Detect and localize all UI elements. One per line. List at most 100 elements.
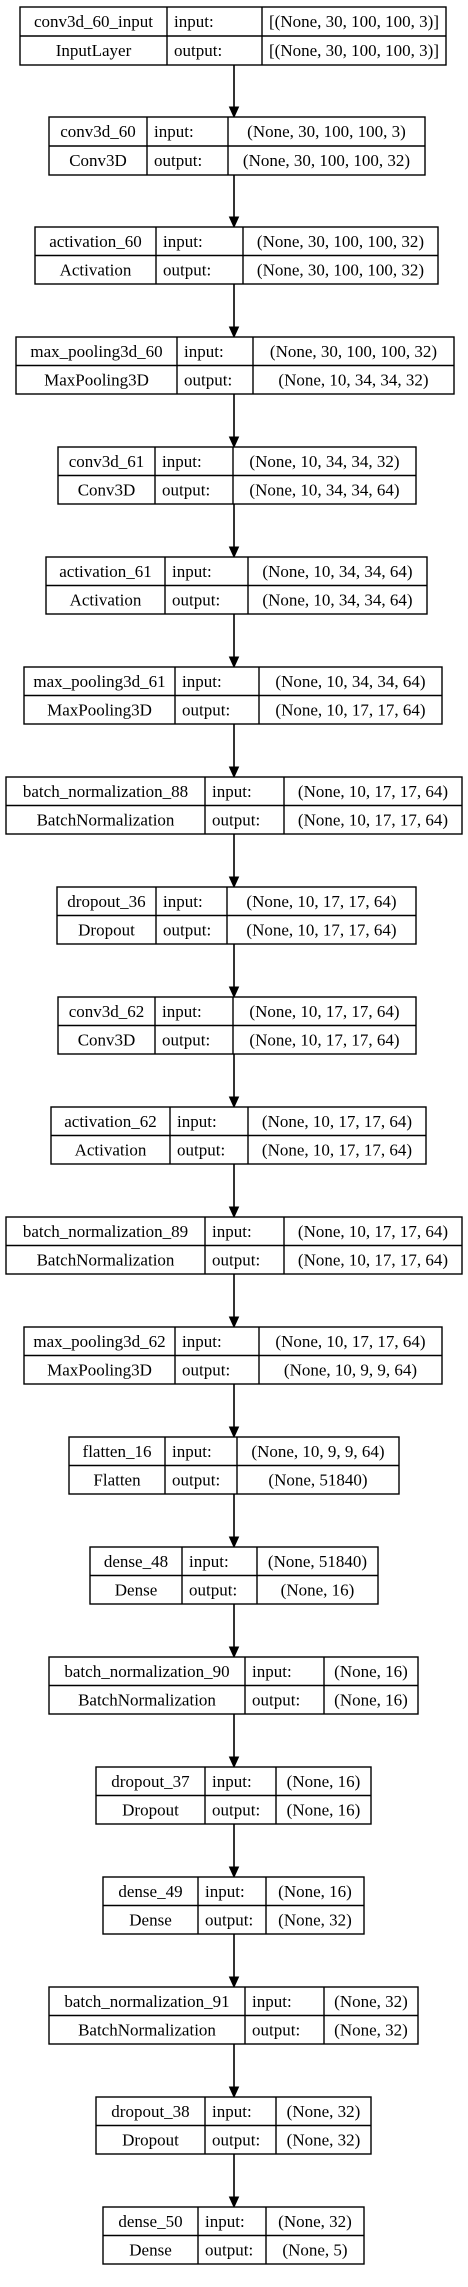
input-shape: (None, 32) xyxy=(334,1992,408,2011)
input-label: input: xyxy=(177,1112,217,1131)
layer-type: BatchNormalization xyxy=(37,810,175,829)
edge-arrow xyxy=(228,2154,240,2209)
input-shape: (None, 32) xyxy=(278,2212,352,2231)
layer-type: MaxPooling3D xyxy=(47,1360,152,1379)
output-shape: (None, 10, 9, 9, 64) xyxy=(284,1360,417,1379)
input-label: input: xyxy=(184,342,224,361)
input-shape: (None, 10, 17, 17, 64) xyxy=(249,1002,399,1021)
layer-name: batch_normalization_89 xyxy=(23,1222,188,1241)
edge-arrow xyxy=(228,394,240,449)
layer-name: batch_normalization_88 xyxy=(23,782,188,801)
layer-name: dense_50 xyxy=(118,2212,182,2231)
edge-arrow xyxy=(228,834,240,889)
output-shape: (None, 10, 34, 34, 64) xyxy=(262,590,412,609)
output-shape: (None, 16) xyxy=(334,1690,408,1709)
arrowhead-icon xyxy=(228,1866,240,1879)
input-label: input: xyxy=(172,562,212,581)
arrowhead-icon xyxy=(228,546,240,559)
output-label: output: xyxy=(205,1910,253,1929)
layer-type: Conv3D xyxy=(69,151,127,170)
arrowhead-icon xyxy=(228,1206,240,1219)
input-shape: (None, 30, 100, 100, 3) xyxy=(247,122,406,141)
layer-type: BatchNormalization xyxy=(78,1690,216,1709)
input-shape: (None, 32) xyxy=(287,2102,361,2121)
arrowhead-icon xyxy=(228,1756,240,1769)
edge-arrow xyxy=(228,504,240,559)
layer-name: max_pooling3d_60 xyxy=(30,342,162,361)
arrowhead-icon xyxy=(228,1646,240,1659)
input-shape: (None, 10, 17, 17, 64) xyxy=(246,892,396,911)
layer-type: MaxPooling3D xyxy=(44,370,149,389)
input-label: input: xyxy=(212,1222,252,1241)
output-label: output: xyxy=(174,41,222,60)
output-label: output: xyxy=(182,700,230,719)
layer-node: max_pooling3d_62MaxPooling3Dinput:output… xyxy=(23,1326,443,1385)
output-label: output: xyxy=(252,2020,300,2039)
input-label: input: xyxy=(182,1332,222,1351)
arrowhead-icon xyxy=(228,2196,240,2209)
output-label: output: xyxy=(177,1140,225,1159)
edge-arrow xyxy=(228,284,240,339)
output-label: output: xyxy=(205,2240,253,2259)
layer-name: dense_48 xyxy=(104,1552,168,1571)
layer-name: max_pooling3d_61 xyxy=(33,672,165,691)
input-shape: (None, 10, 17, 17, 64) xyxy=(262,1112,412,1131)
input-shape: (None, 10, 17, 17, 64) xyxy=(298,782,448,801)
edge-arrow xyxy=(228,1934,240,1989)
input-label: input: xyxy=(212,1772,252,1791)
output-shape: (None, 32) xyxy=(334,2020,408,2039)
edge-arrow xyxy=(228,1054,240,1109)
input-label: input: xyxy=(205,2212,245,2231)
input-label: input: xyxy=(182,672,222,691)
edge-arrow xyxy=(228,1384,240,1439)
edge-arrow xyxy=(228,175,240,229)
output-shape: [(None, 30, 100, 100, 3)] xyxy=(269,41,439,60)
output-label: output: xyxy=(189,1580,237,1599)
edge-arrow xyxy=(228,65,240,119)
edge-arrow xyxy=(228,1604,240,1659)
layer-type: Activation xyxy=(75,1140,147,1159)
input-shape: (None, 16) xyxy=(287,1772,361,1791)
arrowhead-icon xyxy=(228,216,240,229)
input-shape: (None, 30, 100, 100, 32) xyxy=(270,342,437,361)
layer-name: flatten_16 xyxy=(83,1442,152,1461)
output-label: output: xyxy=(212,1250,260,1269)
output-label: output: xyxy=(163,260,211,279)
layer-node: activation_62Activationinput:output:(Non… xyxy=(50,1106,427,1165)
layer-type: Activation xyxy=(60,260,132,279)
input-shape: [(None, 30, 100, 100, 3)] xyxy=(269,12,439,31)
input-label: input: xyxy=(189,1552,229,1571)
edge-arrow xyxy=(228,944,240,999)
output-shape: (None, 32) xyxy=(287,2130,361,2149)
layer-type: Dropout xyxy=(78,920,135,939)
layer-name: conv3d_60 xyxy=(60,122,136,141)
input-label: input: xyxy=(163,232,203,251)
output-label: output: xyxy=(184,370,232,389)
layer-node: batch_normalization_88BatchNormalization… xyxy=(5,776,463,835)
arrowhead-icon xyxy=(228,986,240,999)
input-label: input: xyxy=(162,452,202,471)
layer-type: Flatten xyxy=(93,1470,141,1489)
edge-arrow xyxy=(228,1274,240,1329)
input-label: input: xyxy=(174,12,214,31)
arrowhead-icon xyxy=(228,1536,240,1549)
arrowhead-icon xyxy=(228,1976,240,1989)
input-label: input: xyxy=(162,1002,202,1021)
input-label: input: xyxy=(205,1882,245,1901)
output-label: output: xyxy=(172,590,220,609)
input-shape: (None, 51840) xyxy=(268,1552,367,1571)
input-shape: (None, 10, 34, 34, 64) xyxy=(275,672,425,691)
input-label: input: xyxy=(172,1442,212,1461)
layer-type: Conv3D xyxy=(78,480,136,499)
input-label: input: xyxy=(252,1992,292,2011)
edge-arrow xyxy=(228,1494,240,1549)
output-label: output: xyxy=(162,1030,210,1049)
layer-node: max_pooling3d_61MaxPooling3Dinput:output… xyxy=(23,666,443,725)
arrowhead-icon xyxy=(228,1426,240,1439)
layer-node: activation_61Activationinput:output:(Non… xyxy=(45,556,428,615)
layer-type: Dropout xyxy=(122,1800,179,1819)
